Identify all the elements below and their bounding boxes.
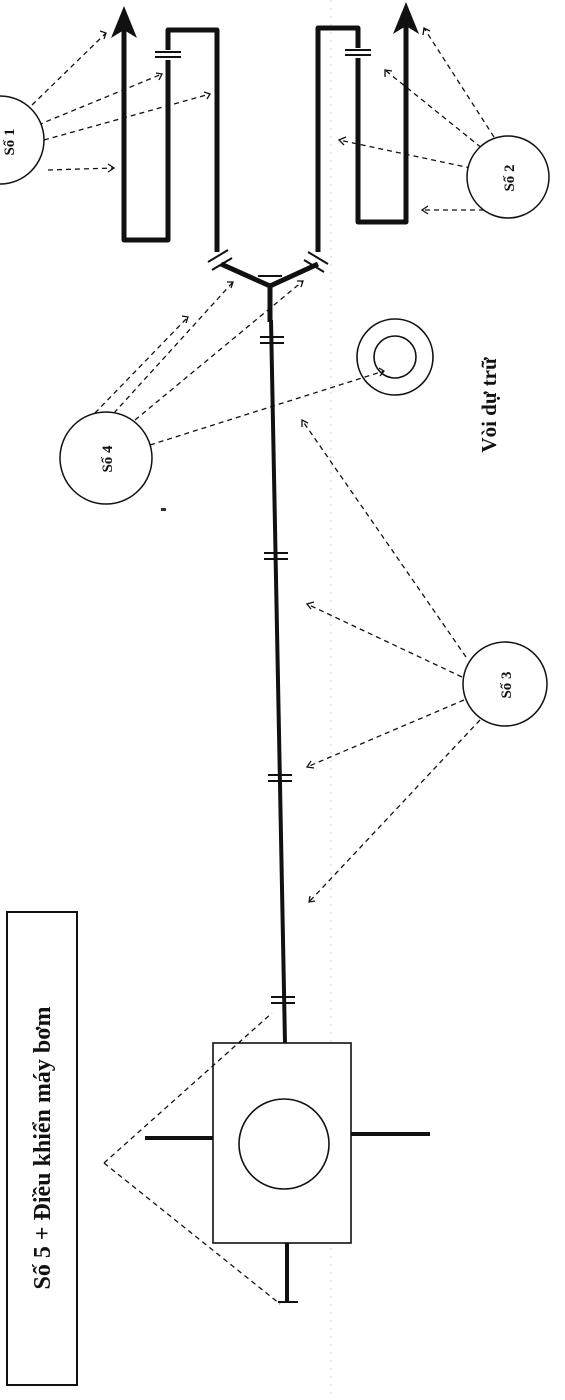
arrow-head — [203, 91, 211, 100]
arrow-head — [227, 281, 234, 289]
branch-right-feed — [315, 25, 361, 252]
arrow-so1 — [43, 93, 211, 141]
circle-so3 — [462, 641, 548, 727]
circle-so4 — [59, 411, 153, 505]
team-circle-so2: Số 2 — [466, 135, 550, 219]
arrow-so1 — [47, 167, 115, 171]
arrow-so5 — [103, 1012, 273, 1164]
label-so2: Số 2 — [502, 164, 518, 191]
arrow-head — [107, 163, 116, 173]
arrow-head — [308, 895, 316, 903]
arrow-so3 — [306, 699, 465, 768]
pump-label-frame — [6, 911, 78, 1386]
arrow-head — [155, 72, 163, 81]
circle-so2 — [466, 135, 550, 219]
coupling — [260, 336, 284, 344]
arrow-so5 — [103, 1162, 281, 1305]
branch-right — [315, 2, 419, 252]
circle-so1 — [0, 95, 45, 185]
arrow-so2 — [338, 139, 481, 171]
arrow-so4 — [134, 280, 304, 421]
label-so3: Số 3 — [499, 671, 515, 698]
coupling — [207, 249, 233, 271]
arrow-so1 — [37, 73, 163, 126]
arrow-head — [305, 601, 315, 610]
team-circle-so4: Số 4 — [59, 411, 153, 505]
arrow-so3 — [308, 719, 481, 903]
pump-unit — [145, 1042, 430, 1303]
arrow-head — [422, 27, 431, 36]
label-so1: Số 1 — [2, 128, 18, 155]
assignment-arrows — [31, 27, 495, 1305]
arrow-head — [337, 136, 347, 146]
scan-speck — [161, 508, 166, 511]
divider-right-arm — [268, 261, 320, 289]
arrow-so2 — [384, 69, 489, 154]
branch-right-hose — [355, 18, 409, 225]
team-circle-so3: Số 3 — [462, 641, 548, 727]
divider-left-arm — [219, 261, 272, 289]
main-hose — [269, 319, 287, 1044]
arrow-head — [297, 280, 304, 288]
main-hose-line — [260, 319, 295, 1044]
hydrant-label: Vòi dự trữ — [477, 357, 501, 453]
arrow-head — [420, 205, 429, 215]
arrow-head — [301, 418, 309, 427]
arrow-so2 — [423, 27, 495, 138]
arrow-head — [99, 30, 107, 40]
hydrant-symbol — [356, 318, 434, 396]
arrow-so1 — [31, 32, 107, 106]
pump-label-box: Số 5 + Điều khiển máy bơm — [6, 911, 78, 1386]
branch-left-hose — [121, 22, 171, 243]
label-so4: Số 4 — [100, 445, 116, 473]
pump-label: Số 5 + Điều khiển máy bơm — [30, 1006, 56, 1289]
nozzle-right-arrow — [393, 2, 419, 34]
branch-left — [111, 6, 220, 252]
pump-wheel — [238, 1098, 330, 1190]
team-circle-so1: Số 1 — [0, 95, 45, 185]
arrow-head — [378, 367, 385, 377]
arrow-so4 — [94, 316, 189, 414]
arrow-so3 — [301, 419, 467, 658]
hydrant-inner — [373, 335, 417, 379]
arrow-head — [305, 760, 315, 769]
nozzle-left-arrow — [111, 6, 137, 38]
branch-left-feed — [165, 27, 220, 252]
arrow-head — [181, 315, 189, 324]
arrow-so4 — [113, 281, 234, 414]
y-divider — [207, 249, 329, 322]
arrow-so4 — [149, 370, 385, 446]
arrow-head — [384, 69, 393, 77]
coupling — [264, 552, 288, 560]
arrow-so3 — [306, 603, 463, 678]
coupling — [303, 251, 329, 273]
coupling — [271, 996, 295, 1004]
coupling — [268, 774, 292, 782]
